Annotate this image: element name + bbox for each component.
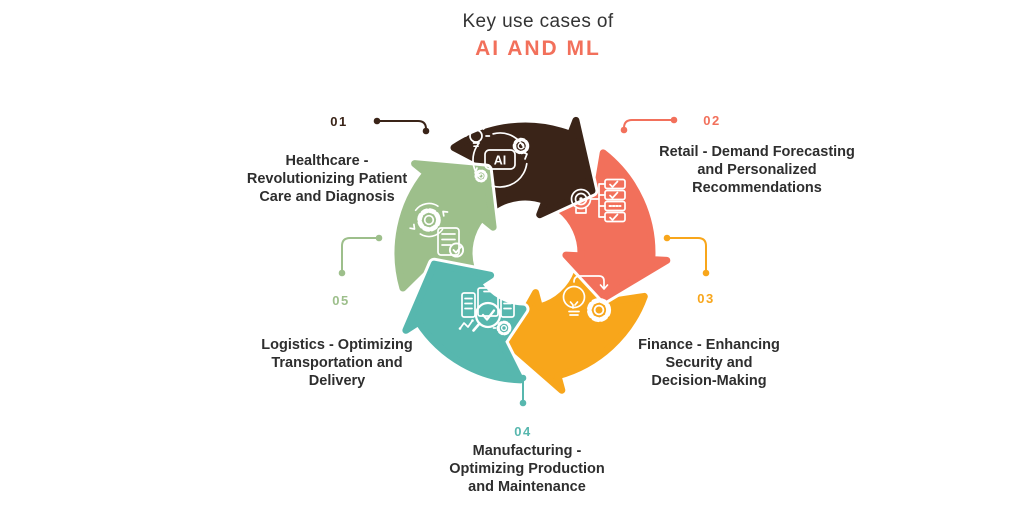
label-line: Delivery: [308, 373, 366, 389]
label-line: Logistics - Optimizing: [261, 337, 413, 353]
connector-01: [373, 117, 430, 135]
step-number-01: 01: [330, 114, 348, 129]
ring-segment-02: [556, 149, 671, 301]
label-logistics: Logistics - Optimizing Transportation an…: [222, 336, 452, 390]
label-line: Healthcare -: [285, 153, 369, 169]
label-line: and Maintenance: [468, 479, 586, 495]
title-line-1: Key use cases of: [462, 11, 614, 32]
label-manufacturing: Manufacturing - Optimizing Production an…: [412, 442, 642, 496]
page-title: Key use cases of AI AND ML: [288, 11, 788, 61]
ring-segment-01: [450, 116, 596, 219]
label-healthcare: Healthcare - Revolutionizing Patient Car…: [217, 152, 437, 206]
label-retail: Retail - Demand Forecasting and Personal…: [632, 143, 882, 197]
lightbulb-gear-arrow-icon: [554, 274, 612, 323]
label-line: Recommendations: [692, 180, 822, 196]
label-line: Optimizing Production: [449, 461, 605, 477]
label-line: Manufacturing -: [472, 443, 582, 459]
monitor-search-analytics-icon: [458, 287, 515, 336]
label-line: Security and: [665, 355, 753, 371]
step-number-02: 02: [703, 113, 721, 128]
arrow-ring: [391, 113, 674, 397]
connectors: [338, 116, 710, 407]
label-line: Decision-Making: [651, 373, 767, 389]
label-line: Finance - Enhancing: [638, 337, 780, 353]
ai-chip-label: AI: [494, 154, 507, 168]
ring-segment-05: [394, 160, 497, 292]
connector-05: [338, 234, 383, 277]
connector-02: [620, 116, 678, 134]
gear-document-check-icon: [409, 202, 465, 258]
connector-04: [519, 374, 527, 407]
ai-chip-bulb-gears-icon: AI: [461, 122, 530, 188]
label-line: Transportation and: [271, 355, 403, 371]
checklist-flow-icon: [570, 178, 626, 223]
label-line: and Personalized: [697, 162, 817, 178]
step-number-04: 04: [514, 424, 532, 439]
title-line-2: AI AND ML: [475, 37, 601, 60]
label-finance: Finance - Enhancing Security and Decisio…: [599, 336, 819, 390]
label-line: Care and Diagnosis: [259, 189, 395, 205]
step-number-05: 05: [332, 293, 350, 308]
step-number-03: 03: [697, 291, 715, 306]
label-line: Retail - Demand Forecasting: [659, 144, 855, 160]
ring-segment-04: [402, 260, 527, 384]
label-line: Revolutionizing Patient: [246, 171, 408, 187]
connector-03: [663, 234, 710, 277]
